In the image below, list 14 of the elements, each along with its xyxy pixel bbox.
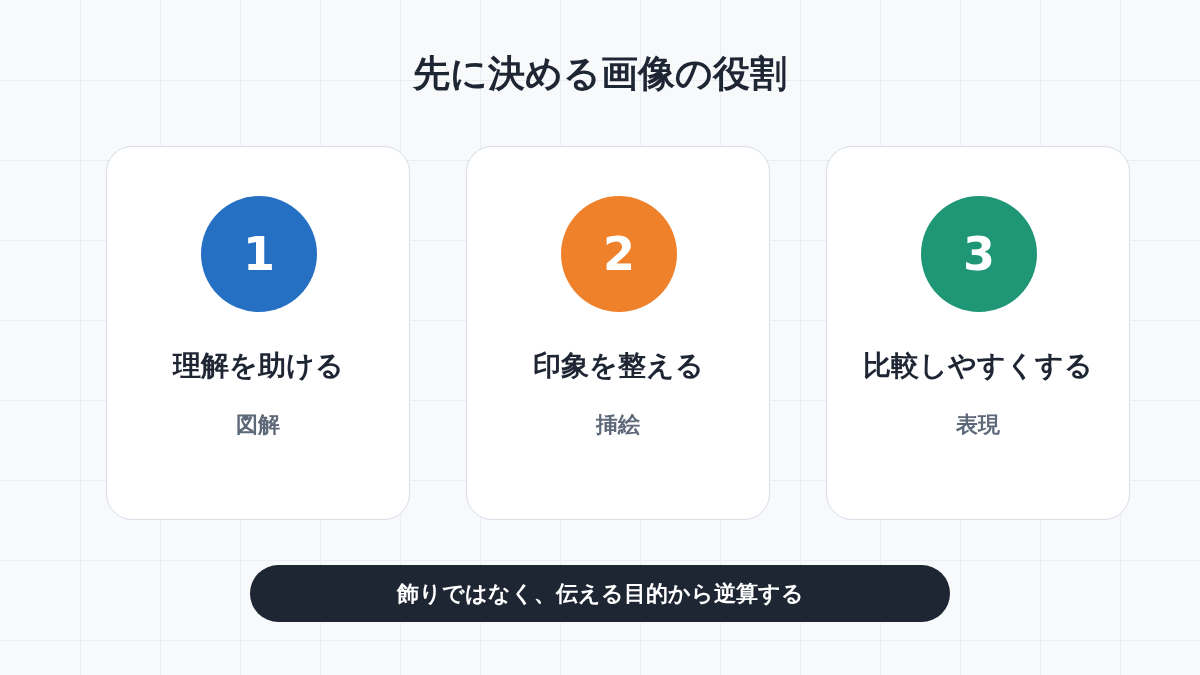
- card: [826, 146, 1130, 520]
- card-subtitle: 挿絵: [594, 411, 641, 439]
- banner: 飾りではなく、伝える目的から逆算する: [250, 565, 950, 622]
- card-heading: 理解を助ける: [171, 349, 345, 383]
- card: [106, 146, 410, 520]
- number-circle: 3: [921, 196, 1037, 312]
- card: [466, 146, 770, 520]
- number-circle: 1: [201, 196, 317, 312]
- number-circle: 2: [561, 196, 677, 312]
- card-heading: 比較しやすくする: [862, 349, 1094, 383]
- title: 先に決める画像の役割: [412, 52, 788, 96]
- card-subtitle: 図解: [235, 411, 281, 439]
- card-subtitle: 表現: [955, 411, 1001, 439]
- card-heading: 印象を整える: [531, 349, 705, 383]
